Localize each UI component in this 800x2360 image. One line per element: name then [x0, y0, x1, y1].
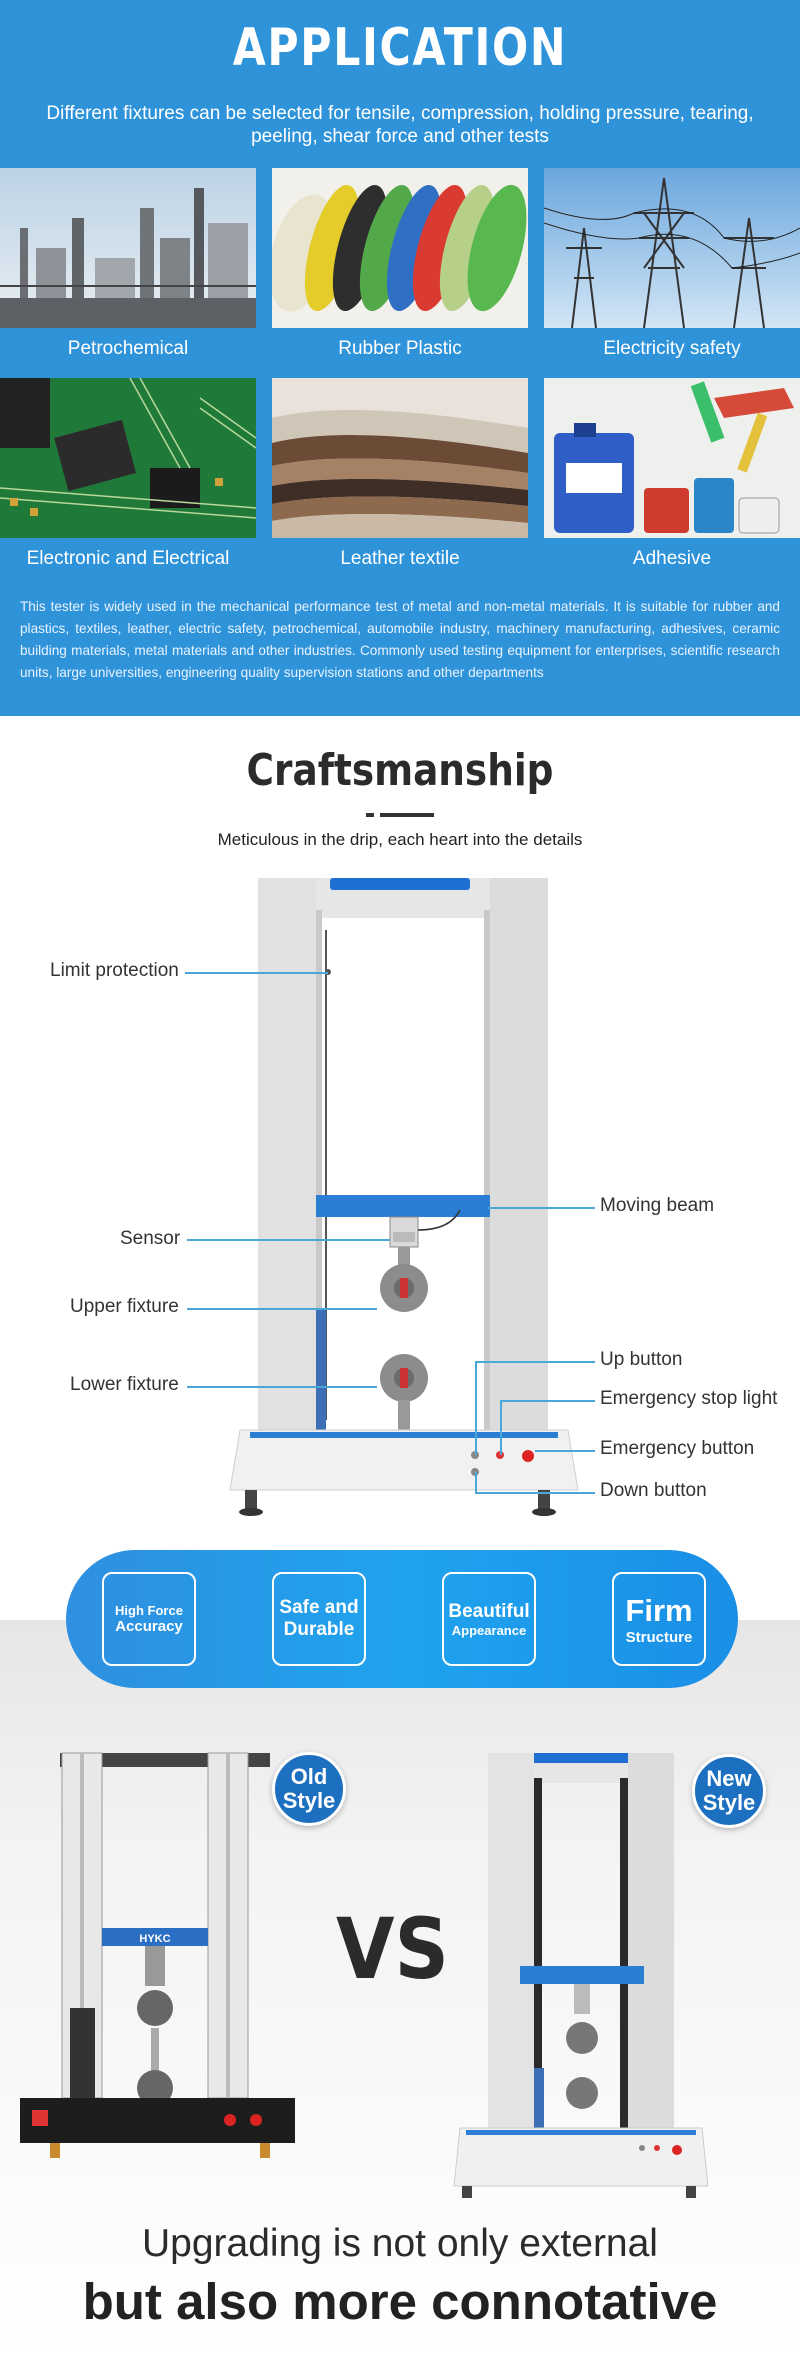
callout-lower-fixture: Lower fixture	[70, 1374, 179, 1395]
tile-label: Petrochemical	[67, 338, 189, 359]
tile-label: Leather textile	[340, 548, 460, 569]
new-style-badge: New Style	[692, 1754, 766, 1828]
callout-line	[475, 1361, 595, 1363]
callout-line	[500, 1400, 595, 1402]
callout-emergency-stop-light: Emergency stop light	[600, 1388, 778, 1409]
feature-line2: Durable	[283, 1619, 355, 1640]
old-style-machine-image: HYKC	[20, 1752, 295, 2158]
feature-line2: Accuracy	[115, 1618, 183, 1635]
callout-line	[187, 1308, 377, 1310]
feature-line1: Safe and	[279, 1597, 359, 1618]
tile-leather-textile: Leather textile	[272, 378, 528, 570]
callout-line	[488, 1207, 595, 1209]
tile-label: Rubber Plastic	[338, 338, 462, 359]
callout-line	[475, 1361, 477, 1455]
feature-high-force-accuracy: High Force Accuracy	[102, 1572, 196, 1666]
tile-adhesive: Adhesive	[544, 378, 800, 570]
tagline-line1: Upgrading is not only external	[142, 2222, 658, 2265]
application-description: This tester is widely used in the mechan…	[20, 599, 780, 680]
tile-petrochemical: Petrochemical	[0, 168, 256, 360]
tile-electronic: Electronic and Electrical	[0, 378, 256, 570]
callout-line	[475, 1472, 477, 1492]
tagline-line2: but also more connotative	[82, 2273, 718, 2330]
testing-machine-illustration	[229, 878, 579, 1516]
application-title: APPLICATION	[232, 18, 568, 78]
petrochemical-plant-image	[0, 168, 256, 328]
callout-limit-protection: Limit protection	[50, 960, 179, 981]
callout-line	[500, 1400, 502, 1455]
circuit-board-image	[0, 378, 256, 538]
feature-beautiful-appearance: Beautiful Appearance	[442, 1572, 536, 1666]
adhesive-containers-image	[544, 378, 800, 538]
machine-brand-label: HYKC	[139, 1933, 170, 1945]
craftsmanship-title: Craftsmanship	[246, 745, 554, 796]
tile-label: Electricity safety	[603, 338, 741, 359]
leather-swatches-image	[272, 378, 528, 538]
callout-up-button: Up button	[600, 1349, 683, 1370]
craftsmanship-subtitle: Meticulous in the drip, each heart into …	[217, 830, 583, 849]
feature-line1: Beautiful	[448, 1600, 530, 1622]
callout-upper-fixture: Upper fixture	[70, 1296, 179, 1317]
callout-line	[475, 1492, 595, 1494]
tile-rubber-plastic: Rubber Plastic	[272, 168, 528, 360]
old-style-badge: Old Style	[272, 1752, 346, 1826]
callout-sensor: Sensor	[120, 1228, 181, 1249]
feature-line1: High Force	[115, 1603, 183, 1618]
callout-line	[187, 1239, 390, 1241]
feature-safe-durable: Safe and Durable	[272, 1572, 366, 1666]
vs-label: VS	[336, 1900, 449, 1998]
callout-down-button: Down button	[600, 1480, 707, 1501]
feature-firm-structure: Firm Structure	[612, 1572, 706, 1666]
tile-label: Adhesive	[632, 548, 712, 569]
tile-label: Electronic and Electrical	[26, 548, 230, 569]
callout-line	[185, 972, 328, 974]
callout-moving-beam: Moving beam	[600, 1195, 715, 1216]
feature-line2: Appearance	[451, 1622, 527, 1638]
application-section: APPLICATION Different fixtures can be se…	[0, 0, 800, 716]
new-style-machine-image	[453, 1753, 709, 2198]
feature-line2: Structure	[625, 1628, 693, 1646]
callout-emergency-button: Emergency button	[600, 1438, 755, 1459]
callout-line	[535, 1450, 595, 1452]
feature-line1: Firm	[625, 1592, 693, 1628]
title-divider	[366, 813, 434, 817]
tile-electricity-safety: Electricity safety	[544, 168, 800, 360]
callout-line	[187, 1386, 377, 1388]
application-subtitle: Different fixtures can be selected for t…	[46, 103, 754, 147]
plastic-pellets-image	[272, 168, 528, 328]
power-tower-image	[544, 168, 800, 328]
